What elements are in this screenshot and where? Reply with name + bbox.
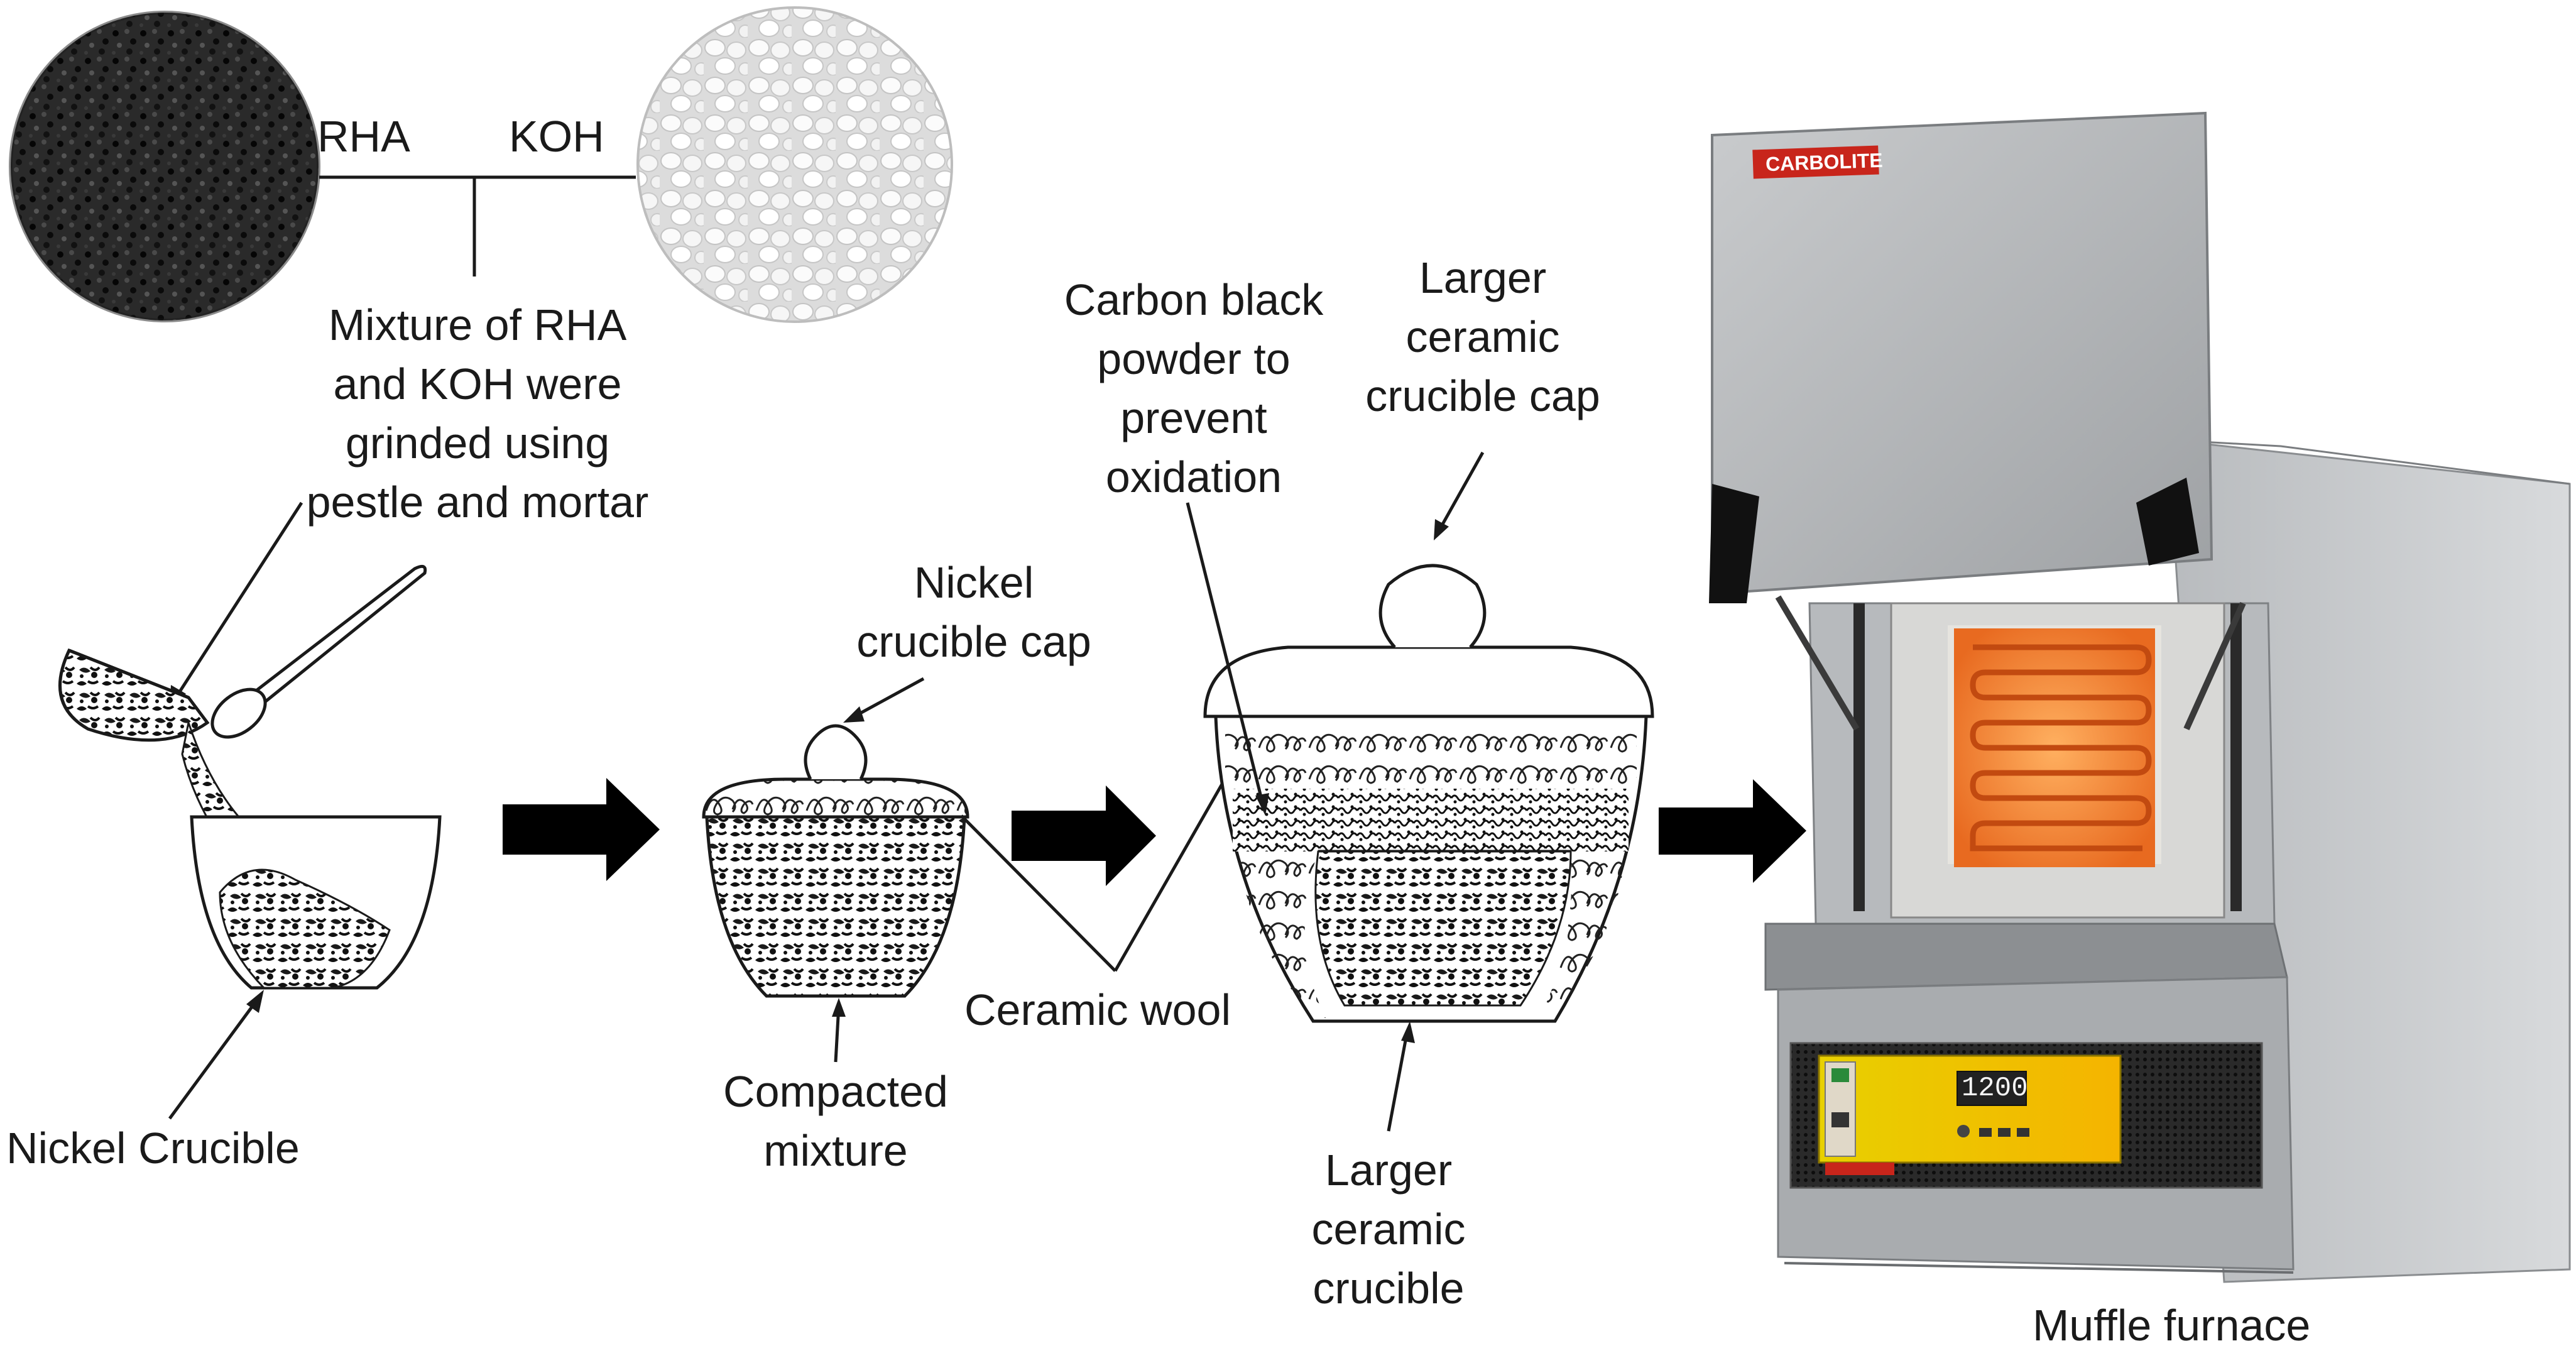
pointer-larger-crucible [1387,1030,1409,1132]
pointer-nickel-cap [853,677,925,718]
label-nickel-crucible: Nickel Crucible [6,1124,300,1173]
label-mixture-line-4: pestle and mortar [306,478,649,527]
label-larger-cap-line-1: Larger [1419,253,1547,302]
label-nickel-cap-line-2: crucible cap [856,617,1091,666]
label-mixture-line-2: and KOH were [333,359,622,408]
heating-coils [1970,644,2152,851]
temperature-display [1957,1071,2027,1106]
label-larger-crucible-line-1: Larger [1324,1146,1453,1195]
pointer-larger-cap [1437,451,1485,532]
pointer-carbon-black-head [1255,793,1269,816]
brand-label: CARBOLITE [1765,148,1884,176]
label-nickel-cap: Nickel crucible cap [810,553,1137,671]
process-arrow-2 [1012,786,1156,886]
label-compacted-line-1: Compacted [723,1067,948,1116]
pointer-nickel-cap-head [843,706,865,723]
koh-image [636,6,953,323]
temperature-readout: 1200 [1962,1073,2028,1104]
label-carbon-black-line-4: oxidation [1105,452,1282,501]
label-carbon-black: Carbon black powder to prevent oxidation [1030,270,1357,506]
pointer-mixture [174,501,303,699]
label-nickel-cap-line-1: Nickel [914,558,1034,607]
rha-image [9,11,320,322]
pointer-ceramic-wool [960,769,1232,972]
label-compacted-line-2: mixture [763,1126,908,1175]
process-arrow-3 [1659,779,1806,883]
mortar-bowl [58,648,210,742]
furnace-door [1711,111,2213,596]
brand-badge [1752,145,1879,179]
mixing-connector [319,175,636,276]
label-larger-crucible-line-2: ceramic [1311,1205,1466,1254]
label-ceramic-wool: Ceramic wool [964,985,1231,1034]
pointer-nickel-crucible-head [246,990,264,1013]
spoon [210,564,427,739]
label-carbon-black-line-2: powder to [1097,334,1291,383]
large-ceramic-crucible [1203,564,1654,1023]
label-carbon-black-line-1: Carbon black [1064,275,1324,324]
label-mixture-line-1: Mixture of RHA [328,300,627,349]
label-mixture: Mixture of RHA and KOH were grinded usin… [276,295,679,532]
label-muffle-furnace: Muffle furnace [2033,1301,2311,1350]
process-arrow-1 [503,778,660,881]
pointer-larger-cap-head [1434,519,1449,540]
label-compacted: Compacted mixture [685,1062,986,1180]
nickel-crucible-stage2 [702,724,969,998]
label-rha: RHA [317,112,410,161]
muffle-furnace [1709,111,2571,1283]
label-larger-crucible-line-3: crucible [1313,1264,1465,1313]
nickel-crucible-stage1 [190,815,442,990]
label-carbon-black-line-3: prevent [1120,393,1267,442]
label-larger-crucible: Larger ceramic crucible [1238,1141,1539,1318]
label-mixture-line-3: grinded using [345,419,610,468]
label-larger-cap: Larger ceramic crucible cap [1326,248,1640,425]
pointer-larger-crucible-head [1401,1021,1415,1043]
label-larger-cap-line-3: crucible cap [1365,371,1600,420]
label-koh: KOH [509,112,604,161]
label-larger-cap-line-2: ceramic [1405,312,1560,361]
pointer-nickel-crucible [168,998,259,1120]
pointer-compacted-head [832,998,846,1017]
pointer-carbon-black [1186,502,1265,805]
